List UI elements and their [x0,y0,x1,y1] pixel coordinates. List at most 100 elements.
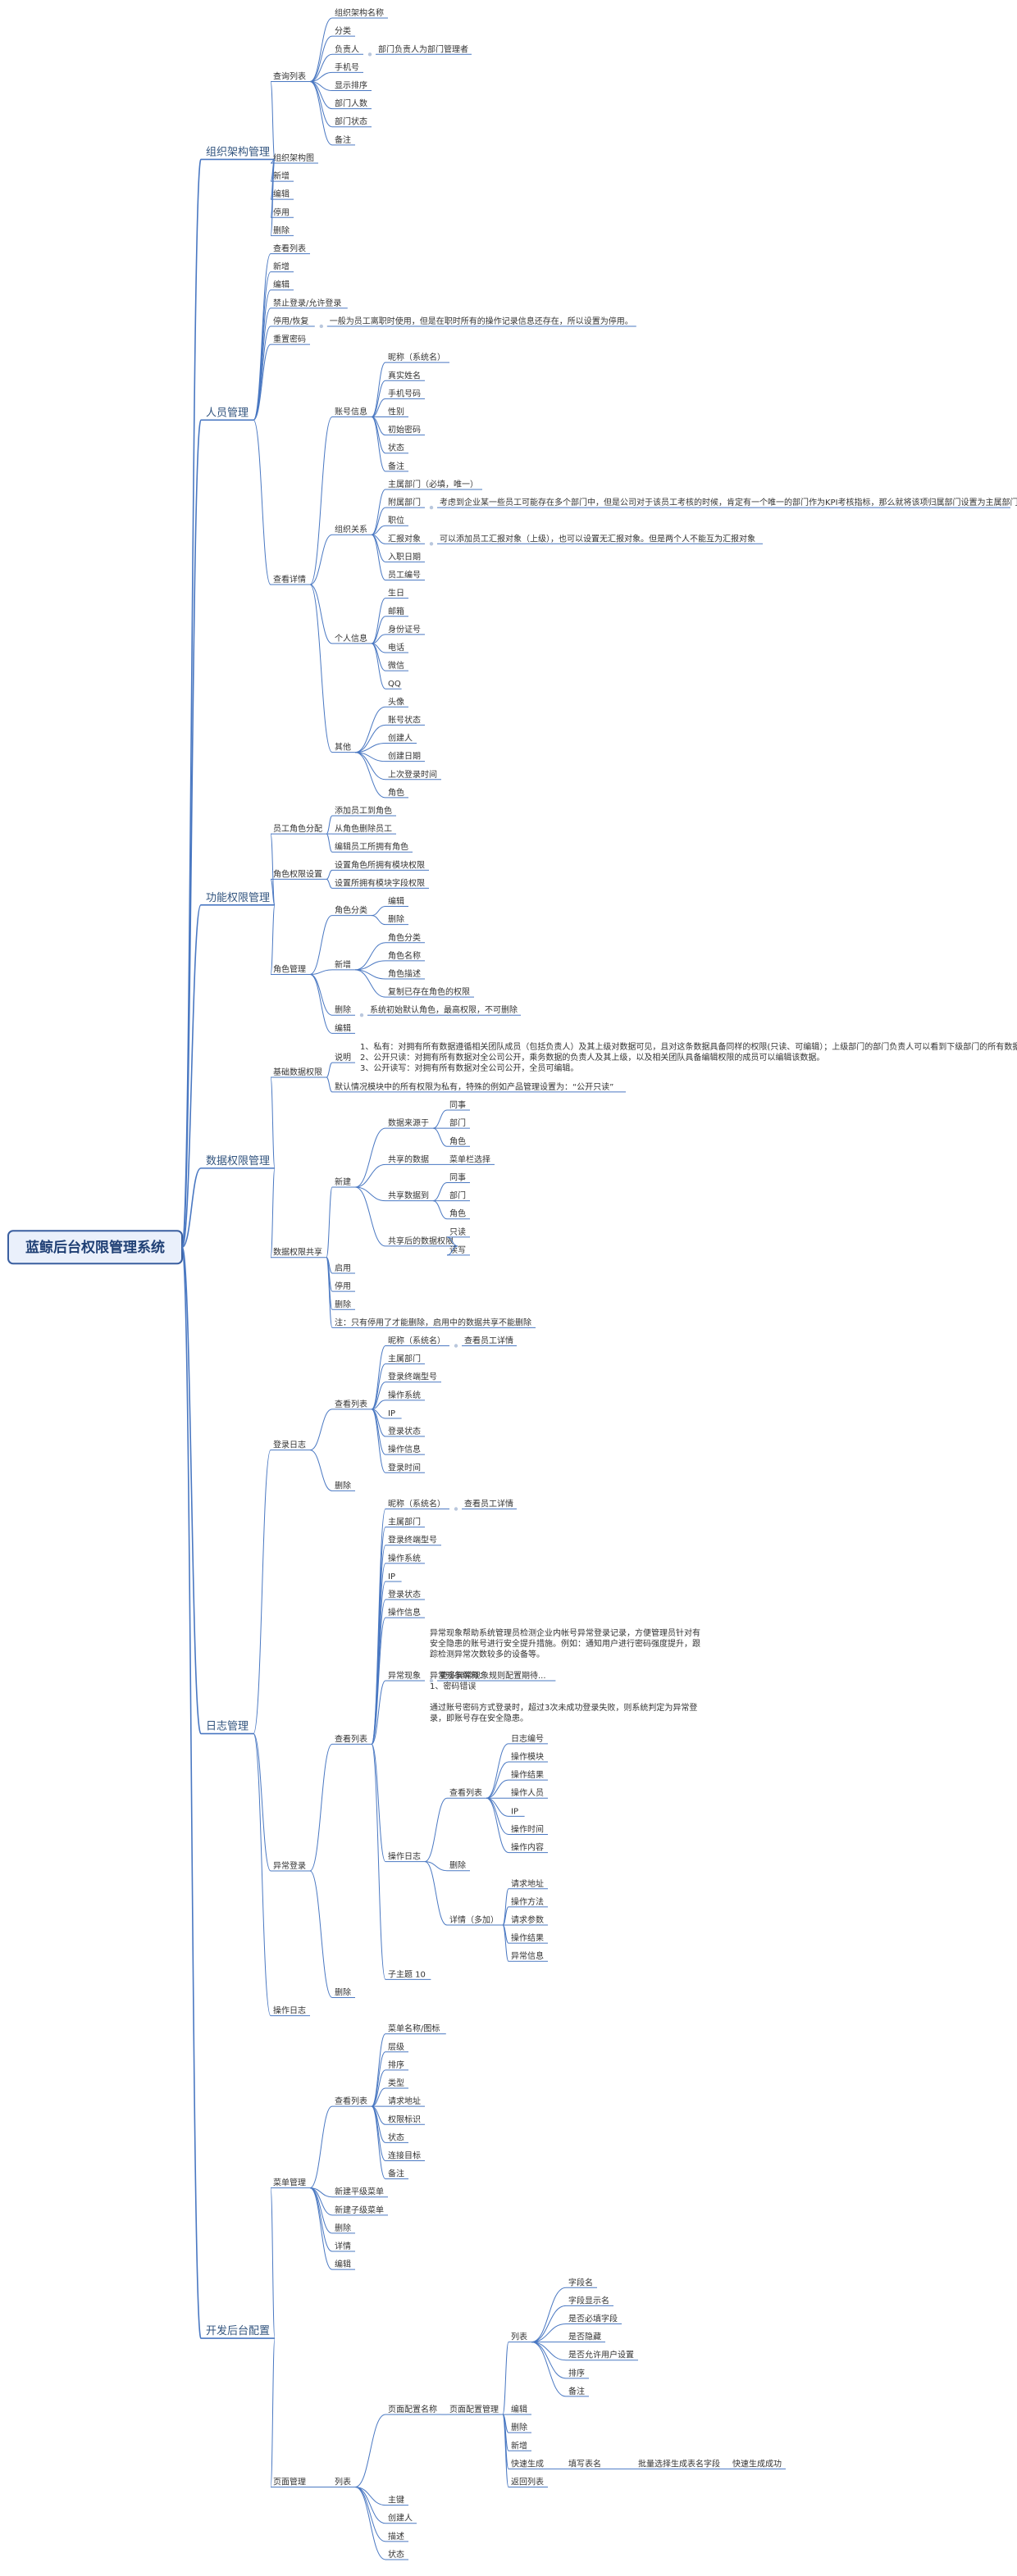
node-数据权限管理: 数据权限管理 [201,1154,275,1169]
node-新增: 新增 [508,2440,531,2451]
node-操作人员: 操作人员 [508,1787,548,1799]
node-身份证号: 身份证号 [385,624,425,635]
node-label: 微信 [388,660,404,671]
node-请求地址: 请求地址 [385,2096,425,2107]
node-label: 身份证号 [388,624,421,635]
node-label: 停用 [335,1281,351,1291]
node-编辑: 编辑 [508,2404,531,2415]
node-异常现象: 异常现象更多异常现象规则配置期待...异常现象帮助系统管理员检测企业内帐号异常登… [385,1627,700,1723]
connector [502,1906,509,1926]
connector [309,534,333,585]
connector [354,942,386,971]
node-删除: 删除 [332,2223,355,2234]
node-label: 登录状态 [388,1589,421,1600]
node-删除: 删除 [385,914,408,926]
node-label: 删除 [449,1860,466,1871]
node-label: 账号状态 [388,714,421,725]
node-部门人数: 部门人数 [332,98,372,110]
node-label: 状态 [388,2549,404,2560]
node-label: 操作系统 [388,1390,421,1400]
node-label: 操作内容 [511,1842,544,1853]
node-操作系统: 操作系统 [385,1390,425,1401]
node-共享的数据: 共享的数据 [385,1154,433,1165]
node-label: 查看详情 [273,574,306,585]
node-label: 快速生成成功 [732,2458,782,2469]
node-label: 详情 [335,2241,351,2251]
connector [309,53,333,82]
node-日志管理: 日志管理 [201,1721,253,1735]
node-角色分类: 角色分类 [385,932,425,944]
connector [309,1450,333,1491]
node-新建子级菜单: 新建子级菜单 [332,2205,388,2216]
node-label: 创建人 [388,733,413,744]
connector [354,2487,386,2560]
node-label: 角色描述 [388,968,421,979]
node-label: 新建 [335,1176,351,1187]
node-注-只有停用了才能删除-启用中的数据共享不能删除: 注：只有停用了才能删除，启用中的数据共享不能删除 [332,1317,536,1328]
node-页面配置管理: 页面配置管理 [447,2404,503,2415]
connector [432,1181,448,1202]
node-label: 字段名 [568,2277,593,2287]
node-请求参数: 请求参数 [508,1914,548,1926]
connector [270,878,276,906]
connector [371,1345,386,1410]
node-新增: 新增 [271,262,294,273]
node-添加员工到角色: 添加员工到角色 [332,805,396,817]
node-主属部门: 主属部门 [385,1354,425,1365]
node-层级: 层级 [385,2042,408,2053]
node-组织架构图: 组织架构图 [271,152,318,164]
connector [371,1743,386,1980]
node-label: 操作人员 [511,1787,544,1798]
connector [354,960,386,971]
node-label: 组织架构名称 [335,7,384,18]
node-停用: 停用 [271,207,294,218]
node-note: 一般为员工离职时使用，但是在职时所有的操作记录信息还存在，所以设置为停用。 [330,316,633,326]
connector [371,1617,386,1745]
node-label: 类型 [388,2078,404,2088]
node-label: 异常登录 [273,1860,306,1871]
node-主属部门-必填-唯一-: 主属部门（必填，唯一） [385,479,482,490]
node-角色权限设置: 角色权限设置 [271,868,326,880]
node-label: 新建平级菜单 [335,2187,384,2197]
node-基础数据权限: 基础数据权限 [271,1067,326,1078]
node-个人信息: 个人信息 [332,633,372,644]
node-异常信息: 异常信息 [508,1950,548,1962]
node-label: 员工角色分配 [273,823,322,834]
node-label: 新增 [273,262,290,272]
connector [432,1109,448,1129]
node-操作时间: 操作时间 [508,1823,548,1835]
node-编辑: 编辑 [385,896,408,908]
node-删除: 删除 [271,225,294,236]
connector [309,80,333,146]
node-label: 权限标识 [388,2114,421,2124]
node-真实姓名: 真实姓名 [385,370,425,381]
node-菜单栏选择: 菜单栏选择 [447,1154,495,1165]
node-label: 操作信息 [388,1607,421,1618]
node-人员管理: 人员管理 [201,407,253,421]
connector [326,833,333,853]
node-账号状态: 账号状态 [385,714,425,726]
node-label: 排序 [568,2368,585,2378]
connector [270,2337,276,2487]
node-登录终端型号: 登录终端型号 [385,1535,441,1546]
node-label: 登录时间 [388,1462,421,1472]
node-label: 登录终端型号 [388,1372,437,1382]
node-操作日志: 操作日志 [385,1851,425,1863]
node-字段名: 字段名 [566,2277,597,2288]
node-角色: 角色 [447,1136,470,1147]
node-数据权限共享: 数据权限共享 [271,1247,326,1258]
connector [371,534,386,581]
connector [354,743,386,753]
node-label: 列表 [335,2476,351,2487]
connector [371,416,386,454]
node-生日: 生日 [385,588,408,599]
connector [354,706,386,753]
node-设置所拥有模块字段权限: 设置所拥有模块字段权限 [332,877,429,889]
node-label: 初始密码 [388,425,421,435]
node-数据来源于: 数据来源于 [385,1117,433,1129]
node-label: 菜单名称/图标 [388,2023,440,2034]
node-label: 电话 [388,642,404,653]
node-异常登录: 异常登录 [271,1860,310,1872]
node-label: 删除 [511,2422,527,2433]
connector [371,1743,386,1863]
